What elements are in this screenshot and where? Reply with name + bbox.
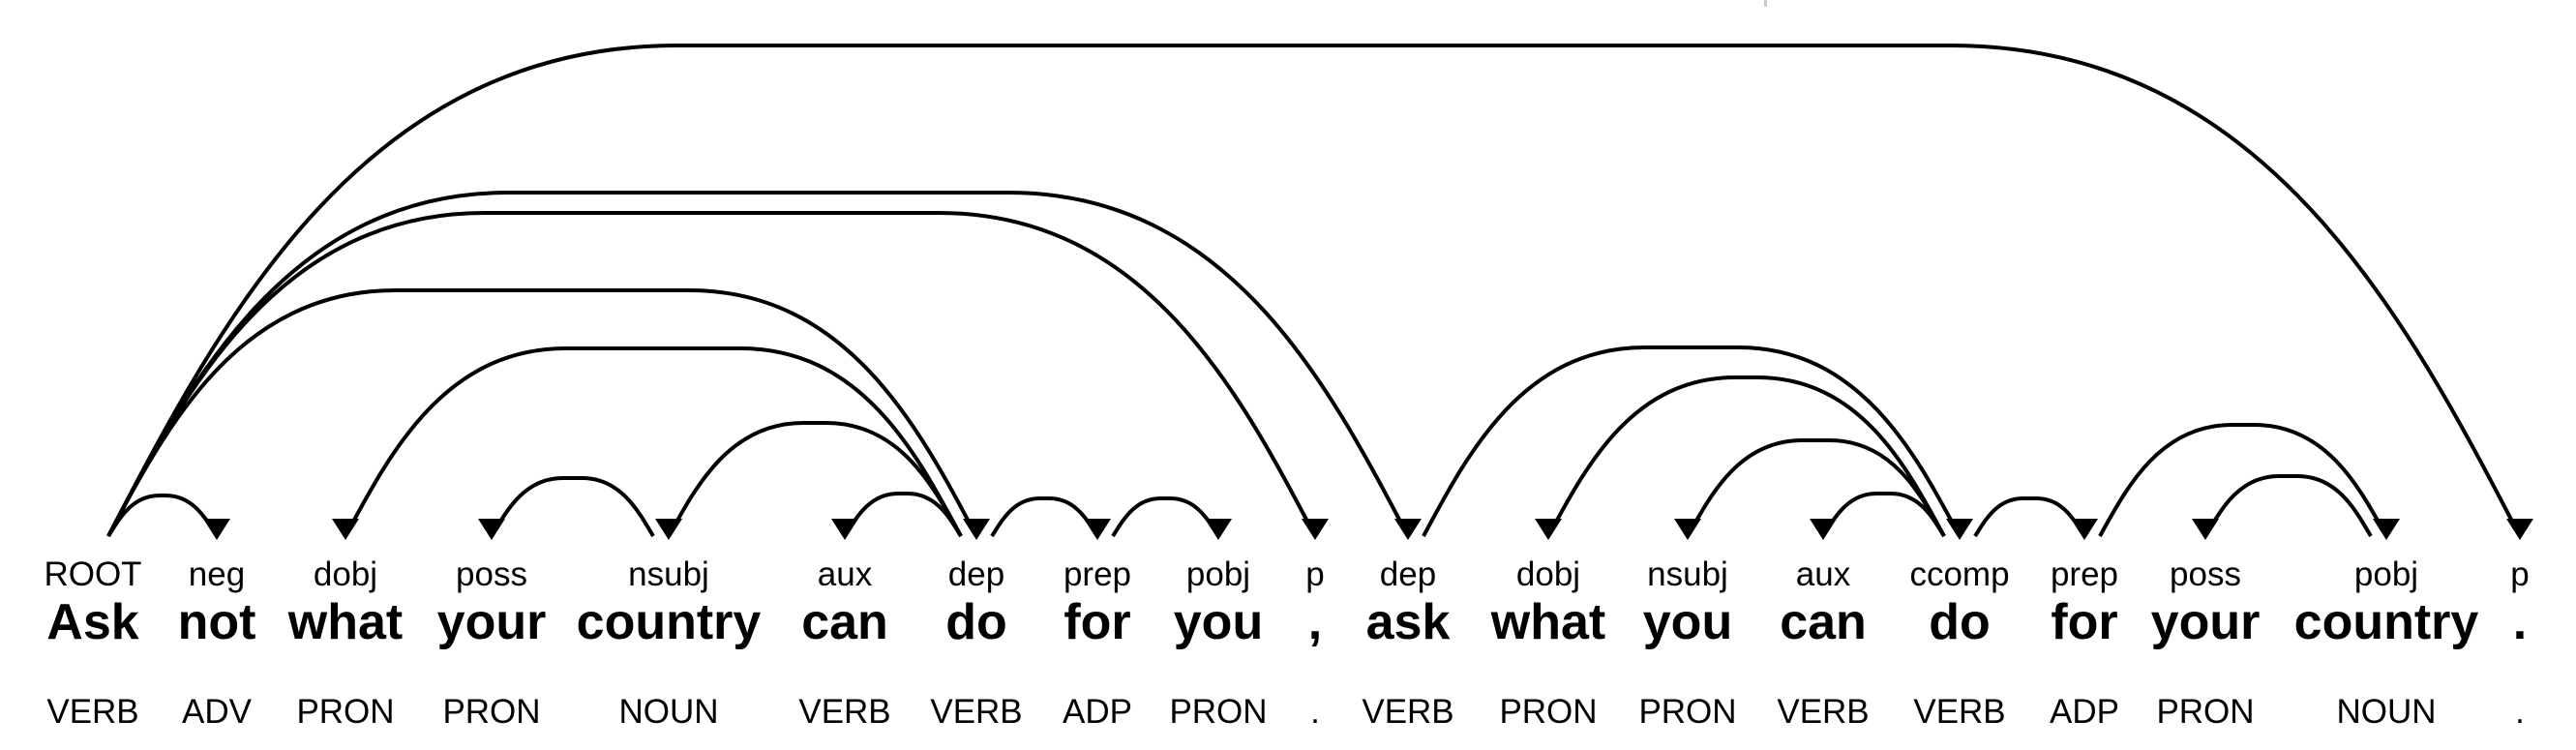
word: you xyxy=(1643,594,1732,650)
arc-prep xyxy=(990,496,1099,538)
arc-nsubj xyxy=(667,421,963,537)
dep-label: ROOT xyxy=(44,555,141,593)
arrowhead-pobj xyxy=(2373,519,2400,540)
arrowhead-dobj xyxy=(1535,519,1562,540)
word: . xyxy=(2513,594,2527,650)
arc-ccomp xyxy=(1422,345,1962,537)
pos-label: . xyxy=(2515,693,2525,731)
word: country xyxy=(2294,594,2479,650)
dep-label: neg xyxy=(189,555,245,593)
arc-dobj xyxy=(344,346,963,537)
pos-label: PRON xyxy=(442,693,540,731)
arrowhead-nsubj xyxy=(655,519,682,540)
arc-p xyxy=(106,44,2522,537)
arc-dobj xyxy=(1546,375,1946,537)
pos-label: PRON xyxy=(296,693,394,731)
pos-label: VERB xyxy=(1913,693,2005,731)
word: not xyxy=(178,594,256,650)
arc-prep xyxy=(1973,496,2086,538)
pos-label: VERB xyxy=(798,693,890,731)
pos-label: VERB xyxy=(46,693,138,731)
dep-label: nsubj xyxy=(1647,555,1728,593)
pos-label: ADV xyxy=(182,693,253,731)
arrowhead-p xyxy=(2506,519,2533,540)
artifact-tick xyxy=(1764,0,1767,7)
dep-label: pobj xyxy=(1186,555,1250,593)
word: your xyxy=(2151,594,2261,650)
dep-label: aux xyxy=(1796,555,1851,593)
word: what xyxy=(1490,594,1605,650)
dep-label: prep xyxy=(1063,555,1131,593)
arc-pobj xyxy=(1111,496,1220,538)
dep-label: p xyxy=(2510,555,2529,593)
arc-nsubj xyxy=(1686,438,1946,537)
dep-label: aux xyxy=(818,555,873,593)
pos-label: NOUN xyxy=(2336,693,2436,731)
arrowhead-prep xyxy=(1084,519,1111,540)
word: your xyxy=(437,594,547,650)
arrowhead-neg xyxy=(203,519,230,540)
arrowhead-poss xyxy=(2192,519,2219,540)
arc-pobj xyxy=(2098,423,2388,537)
dep-label: dobj xyxy=(1516,555,1580,593)
arrowhead-dep xyxy=(963,519,990,540)
arc-dep xyxy=(106,288,978,537)
word: you xyxy=(1174,594,1263,650)
pos-label: NOUN xyxy=(618,693,718,731)
dep-label: dep xyxy=(1380,555,1436,593)
dep-label: nsubj xyxy=(628,555,709,593)
arrowhead-pobj xyxy=(1205,519,1232,540)
pos-label: VERB xyxy=(930,693,1022,731)
arrowhead-nsubj xyxy=(1674,519,1701,540)
pos-label: PRON xyxy=(1499,693,1597,731)
dep-label: prep xyxy=(2051,555,2118,593)
word: country xyxy=(577,594,762,650)
word: for xyxy=(2051,594,2117,650)
pos-label: PRON xyxy=(1169,693,1267,731)
dep-label: ccomp xyxy=(1909,555,2009,593)
word: , xyxy=(1308,594,1322,650)
arc-poss xyxy=(490,476,655,538)
word: do xyxy=(1929,594,1991,650)
arc-p xyxy=(106,211,1317,537)
pos-label: VERB xyxy=(1777,693,1869,731)
arrowhead-p xyxy=(1302,519,1329,540)
arrowhead-ccomp xyxy=(1946,519,1973,540)
dep-label: poss xyxy=(456,555,527,593)
word: Ask xyxy=(46,594,138,650)
word: do xyxy=(945,594,1007,650)
pos-label: . xyxy=(1310,693,1320,731)
pos-label: ADP xyxy=(1063,693,1132,731)
arrowhead-poss xyxy=(478,519,505,540)
pos-label: PRON xyxy=(1638,693,1736,731)
pos-label: PRON xyxy=(2156,693,2254,731)
arcs-layer xyxy=(106,44,2533,540)
pos-label: VERB xyxy=(1362,693,1453,731)
arc-poss xyxy=(2203,474,2373,538)
arrowhead-aux xyxy=(1810,519,1837,540)
tokens-layer: ROOTAskVERBnegnotADVdobjwhatPRONpossyour… xyxy=(44,555,2529,731)
arc-aux xyxy=(1821,492,1946,538)
word: can xyxy=(801,594,888,650)
arrowhead-dobj xyxy=(332,519,359,540)
dep-label: dobj xyxy=(314,555,377,593)
word: can xyxy=(1780,594,1867,650)
arc-aux xyxy=(843,492,963,538)
arrowhead-dep xyxy=(1394,519,1422,540)
word: what xyxy=(287,594,403,650)
dep-label: pobj xyxy=(2354,555,2418,593)
word: ask xyxy=(1366,594,1451,650)
arrowhead-aux xyxy=(831,519,858,540)
dep-label: poss xyxy=(2170,555,2241,593)
word: for xyxy=(1063,594,1130,650)
dep-label: p xyxy=(1305,555,1324,593)
dep-label: dep xyxy=(948,555,1004,593)
pos-label: ADP xyxy=(2050,693,2119,731)
arrowhead-prep xyxy=(2071,519,2098,540)
